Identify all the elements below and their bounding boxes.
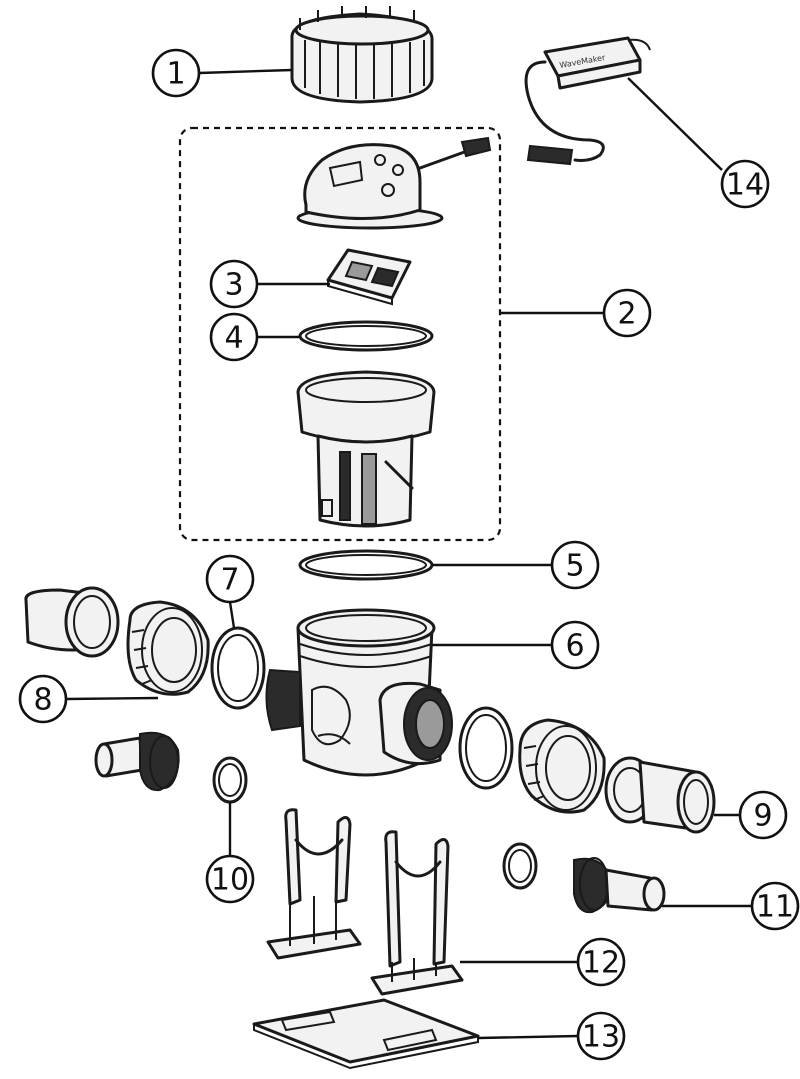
part-3-circuit-board	[326, 248, 412, 306]
o-ring-right	[458, 706, 514, 790]
callout-5: 5	[550, 540, 600, 590]
part-2-control-head	[296, 136, 492, 230]
callout-7-label: 7	[220, 563, 239, 598]
callout-9: 9	[738, 790, 788, 840]
callout-8: 8	[18, 674, 68, 724]
callout-6-label: 6	[565, 629, 584, 664]
part-4-o-ring	[298, 320, 434, 352]
callout-13: 13	[576, 1011, 626, 1061]
part-10-hose-barb-left	[94, 731, 180, 792]
callout-4-label: 4	[224, 321, 243, 356]
callout-4: 4	[209, 312, 259, 362]
part-7-o-ring	[210, 626, 266, 710]
callout-10-label: 10	[211, 863, 249, 898]
callout-11: 11	[750, 881, 800, 931]
callout-2-label: 2	[617, 297, 636, 332]
callout-8-label: 8	[33, 683, 52, 718]
part-14-controller-dongle: WaveMaker	[524, 36, 651, 166]
callout-10: 10	[205, 854, 255, 904]
part-10-o-ring	[212, 756, 248, 804]
leader-lines	[65, 68, 752, 1040]
callout-11-label: 11	[756, 890, 794, 925]
callout-12-label: 12	[582, 946, 620, 981]
callout-6: 6	[550, 620, 600, 670]
callout-7: 7	[205, 554, 255, 604]
callout-5-label: 5	[565, 549, 584, 584]
part-2-motor-housing	[296, 370, 436, 528]
callout-3: 3	[209, 259, 259, 309]
callout-12: 12	[576, 937, 626, 987]
part-6-pump-body	[265, 608, 453, 777]
o-ring-small-right	[502, 842, 538, 890]
part-9-pipe-fitting	[604, 756, 716, 834]
callout-14-label: 14	[726, 168, 764, 203]
part-11-hose-barb-right	[573, 857, 666, 914]
callout-13-label: 13	[582, 1020, 620, 1055]
callout-14: 14	[720, 159, 770, 209]
callout-2: 2	[602, 288, 652, 338]
part-2-assembly-box	[178, 126, 502, 542]
callout-1: 1	[151, 48, 201, 98]
union-nut-right	[518, 718, 606, 814]
part-1-locking-ring	[290, 6, 434, 104]
part-12-mounting-clips	[266, 808, 464, 996]
callout-9-label: 9	[753, 799, 772, 834]
part-8-union-nut	[24, 586, 210, 696]
part-5-o-ring	[298, 549, 434, 581]
callout-1-label: 1	[166, 57, 185, 92]
callout-3-label: 3	[224, 268, 243, 303]
part-13-base-plate	[252, 998, 480, 1070]
